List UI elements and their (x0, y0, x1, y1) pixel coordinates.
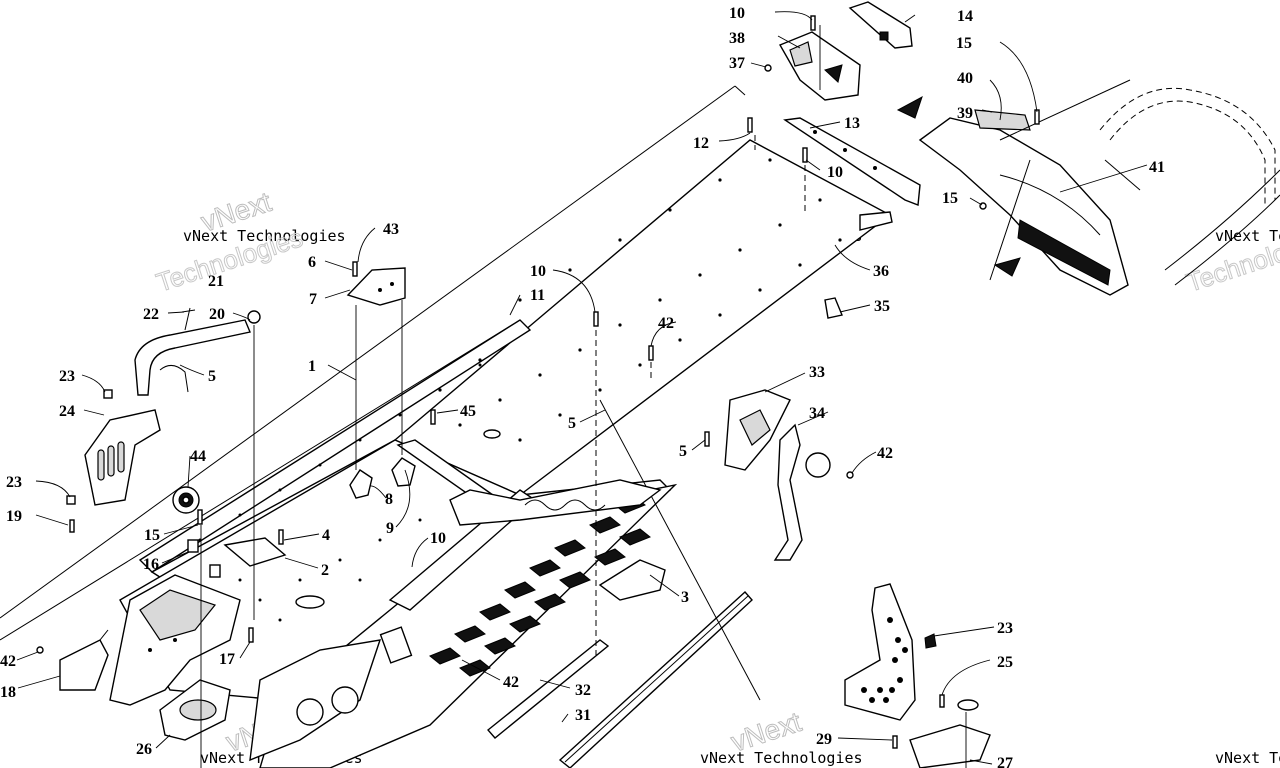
watermark-text: vNext Technologies (183, 227, 346, 245)
fasteners (36, 15, 1040, 749)
callout-44: 44 (190, 448, 206, 465)
callout-23: 23 (6, 474, 22, 491)
callout-27: 27 (997, 755, 1013, 768)
callout-16: 16 (143, 556, 159, 573)
front-bulkhead (59, 574, 241, 706)
callout-10: 10 (530, 263, 546, 280)
flange-rivets (198, 363, 482, 542)
part-34-strut (773, 423, 831, 561)
callout-26: 26 (136, 741, 152, 758)
callout-5: 5 (208, 368, 216, 385)
callout-20: 20 (209, 306, 225, 323)
part-14-cap (848, 1, 913, 49)
part-8-plate (349, 469, 373, 499)
part-32-rail (486, 639, 610, 739)
rear-member (599, 399, 761, 701)
callout-10: 10 (430, 530, 446, 547)
callout-6: 6 (308, 254, 316, 271)
callout-41: 41 (1149, 159, 1165, 176)
callout-1: 1 (308, 358, 316, 375)
callout-37: 37 (729, 55, 745, 72)
callout-23: 23 (59, 368, 75, 385)
callout-15: 15 (942, 190, 958, 207)
part-26 (159, 679, 231, 741)
callout-40: 40 (957, 70, 973, 87)
part-31-rail (558, 591, 753, 768)
callout-21: 21 (208, 273, 224, 290)
callout-43: 43 (383, 221, 399, 238)
callout-24: 24 (59, 403, 75, 420)
cross-bracket (449, 479, 662, 526)
callout-11: 11 (530, 287, 545, 304)
callout-38: 38 (729, 30, 745, 47)
rivet-row (438, 158, 842, 442)
callout-7: 7 (309, 291, 317, 308)
callout-42: 42 (658, 315, 674, 332)
callout-4: 4 (322, 527, 330, 544)
tunnel-assembly (0, 85, 892, 701)
callout-35: 35 (874, 298, 890, 315)
leader-lines (16, 11, 1148, 765)
part-3-bracket (598, 559, 666, 601)
callout-3: 3 (681, 589, 689, 606)
callout-25: 25 (997, 654, 1013, 671)
callout-18: 18 (0, 684, 16, 701)
part-9-plate (391, 457, 416, 487)
arrow-marker (896, 95, 923, 119)
footrest-holes (861, 617, 908, 703)
footrest-bracket (844, 583, 991, 768)
callout-42: 42 (503, 674, 519, 691)
callout-5: 5 (568, 415, 576, 432)
callout-22: 22 (143, 306, 159, 323)
part-20-handle (134, 307, 261, 396)
callout-15: 15 (956, 35, 972, 52)
assembly-lines (200, 25, 967, 768)
callout-14: 14 (957, 8, 973, 25)
watermark-text: vNext Technologies (1215, 749, 1280, 767)
running-board-cutouts (429, 496, 651, 677)
callout-45: 45 (460, 403, 476, 420)
taillight-housing (918, 109, 1141, 296)
part-13-rail (783, 117, 921, 206)
part-33-bracket (724, 389, 791, 471)
callout-32: 32 (575, 682, 591, 699)
callout-2: 2 (321, 562, 329, 579)
callout-17: 17 (219, 651, 235, 668)
callout-10: 10 (827, 164, 843, 181)
part-24-bracket (84, 409, 161, 506)
callout-12: 12 (693, 135, 709, 152)
callout-9: 9 (386, 520, 394, 537)
callout-29: 29 (816, 731, 832, 748)
callout-42: 42 (0, 653, 16, 670)
callout-39: 39 (957, 105, 973, 122)
callout-33: 33 (809, 364, 825, 381)
callout-36: 36 (873, 263, 889, 280)
part-44-grommet (172, 486, 200, 514)
callout-19: 19 (6, 508, 22, 525)
part-2-bracket (223, 537, 287, 567)
arrow-marker (993, 257, 1021, 277)
part-36-edge (859, 211, 893, 231)
callout-10: 10 (729, 5, 745, 22)
callout-34: 34 (809, 405, 825, 422)
callout-23: 23 (997, 620, 1013, 637)
callout-5: 5 (679, 443, 687, 460)
callout-31: 31 (575, 707, 591, 724)
part-35-clip (824, 297, 843, 319)
watermark-text: vNext Technologies (700, 749, 863, 767)
part-7-clip (346, 267, 406, 306)
callout-labels: 10 14 38 37 15 40 39 12 13 10 41 15 43 6… (0, 5, 1165, 768)
rear-bumper-outline (1099, 87, 1280, 286)
rear-guide-line (999, 79, 1131, 141)
callout-13: 13 (844, 115, 860, 132)
watermark-text: vNext Technologies (1215, 227, 1280, 245)
callout-8: 8 (385, 491, 393, 508)
callout-42: 42 (877, 445, 893, 462)
callout-15: 15 (144, 527, 160, 544)
running-board (249, 483, 678, 768)
